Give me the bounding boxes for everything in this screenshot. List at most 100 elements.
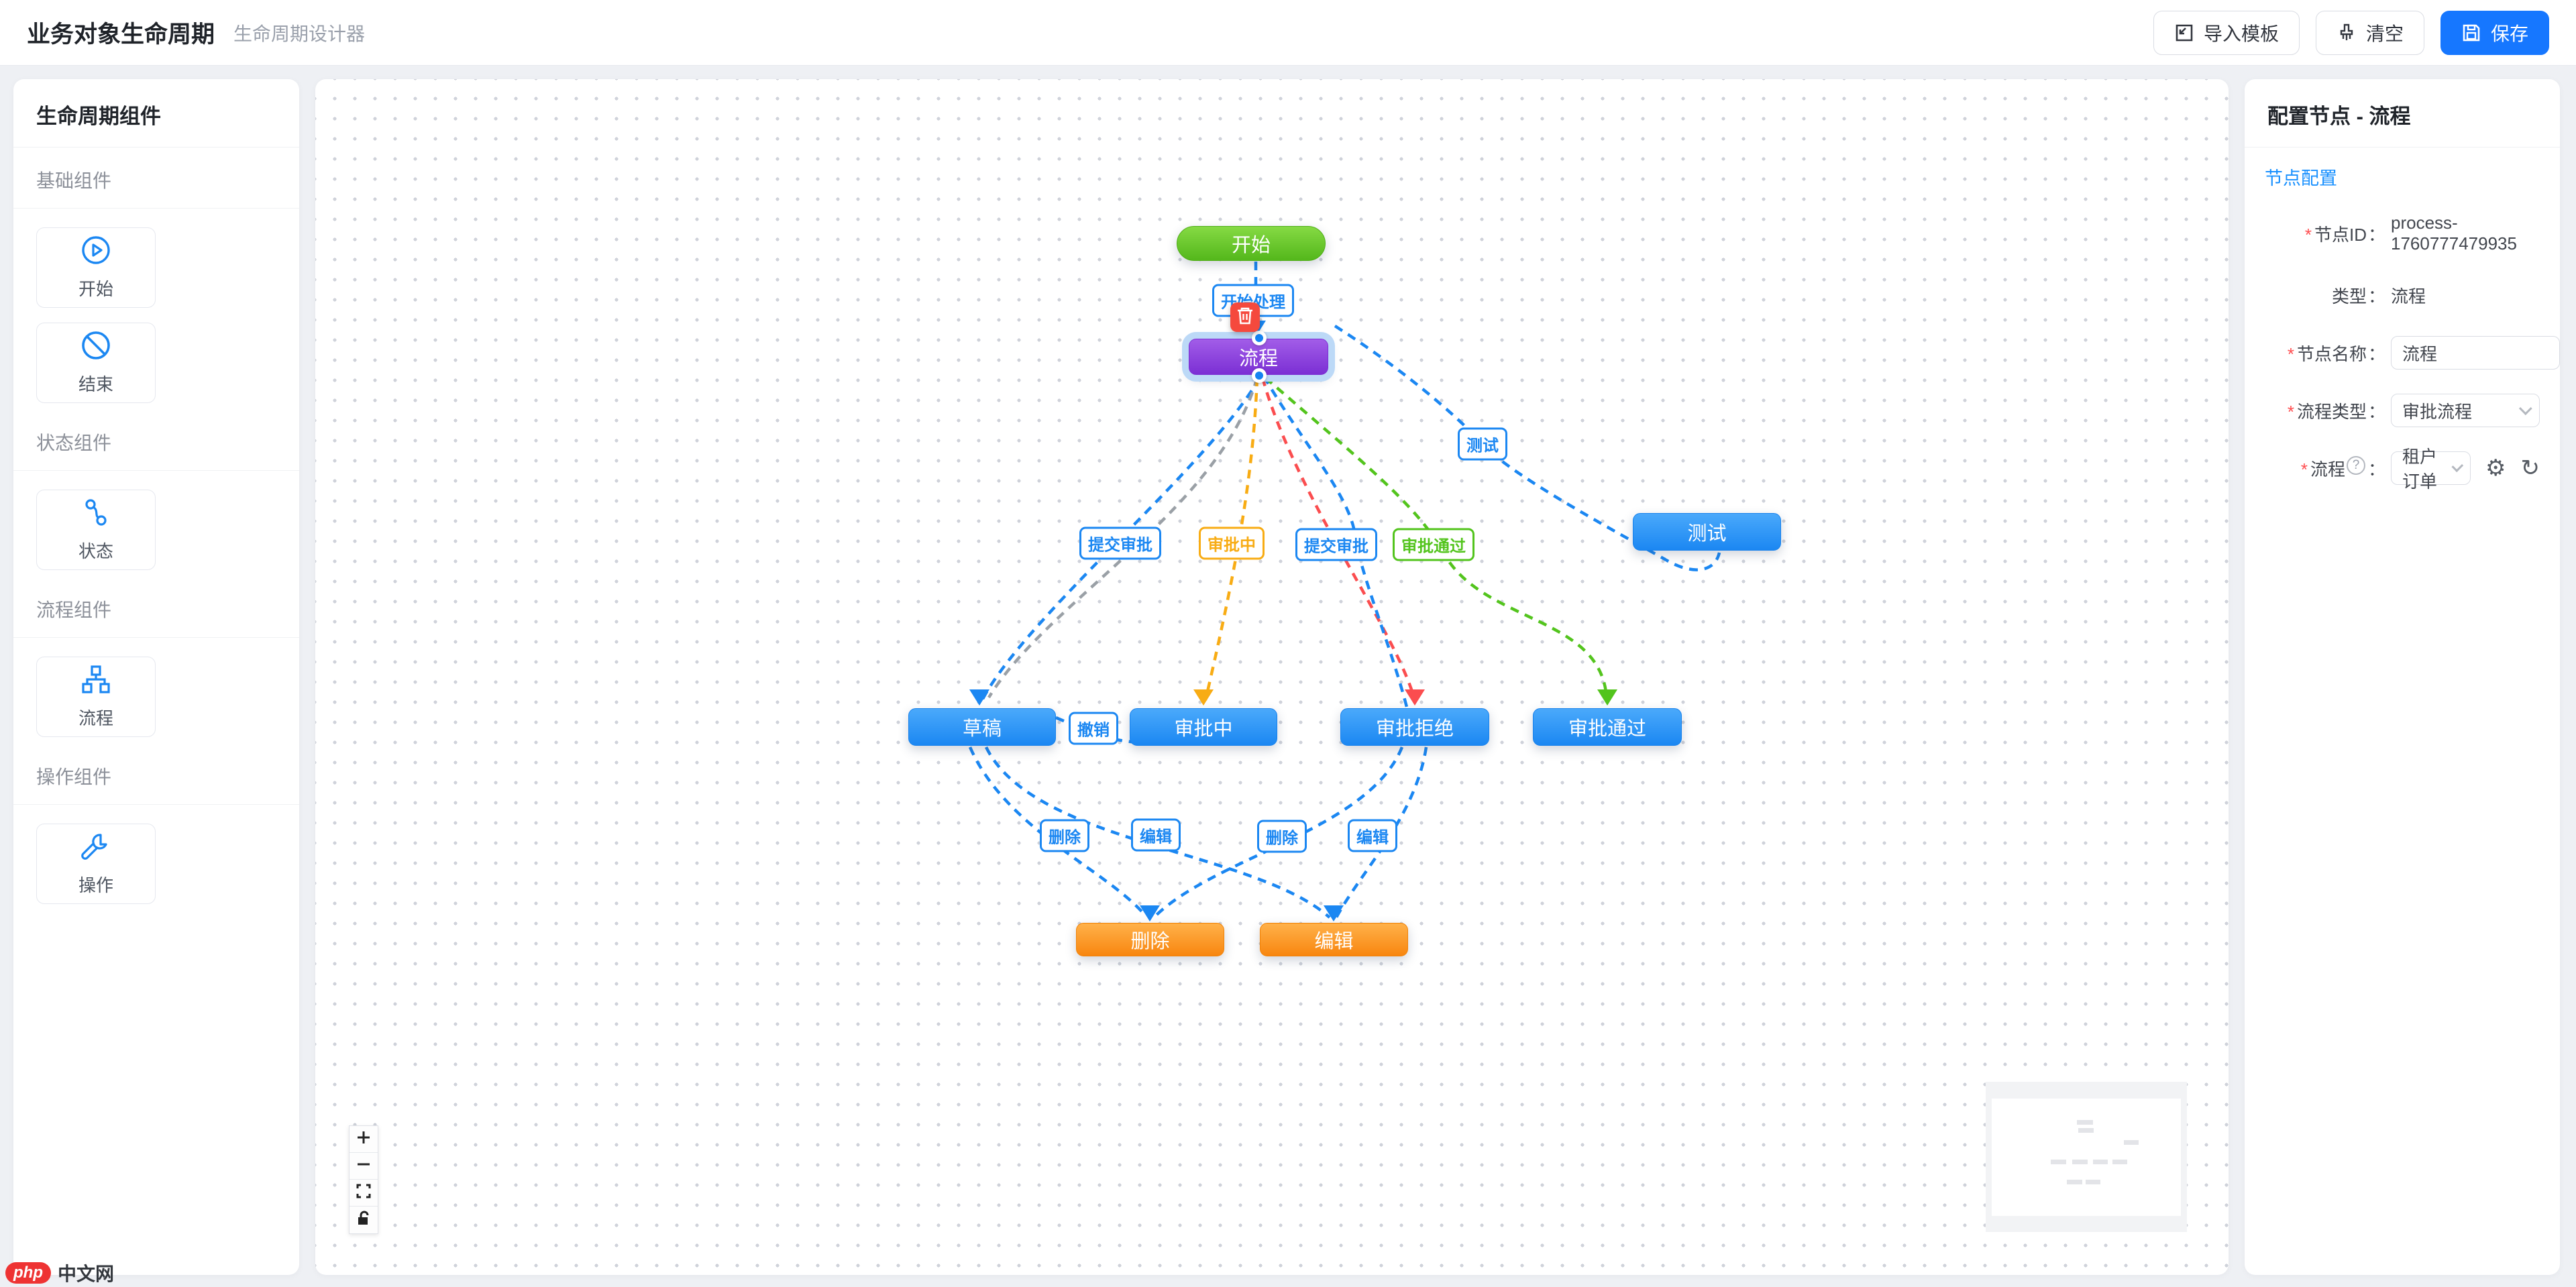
component-start[interactable]: 开始 — [36, 227, 156, 308]
fit-view-button[interactable] — [350, 1180, 378, 1207]
node-label: 开始 — [1231, 235, 1271, 256]
header-actions: 导入模板 清空 保存 — [2153, 10, 2549, 55]
flow-node-rejected[interactable]: 审批拒绝 — [1340, 708, 1489, 746]
minimap-node — [2124, 1140, 2139, 1145]
flow-node-draft[interactable]: 草稿 — [908, 708, 1056, 746]
clear-button[interactable]: 清空 — [2315, 10, 2424, 55]
import-template-button[interactable]: 导入模板 — [2153, 10, 2300, 55]
edge-label[interactable]: 撤销 — [1069, 712, 1118, 745]
site-watermark: php 中文网 — [5, 1260, 114, 1286]
minus-icon — [356, 1156, 372, 1176]
node-id-value: process-1760777479935 — [2391, 213, 2517, 254]
node-label: 审批中 — [1174, 718, 1233, 740]
flow-node-delete[interactable]: 删除 — [1076, 923, 1224, 956]
delete-edge-button[interactable] — [1230, 302, 1260, 332]
flow-settings-gear-icon[interactable]: ⚙ — [2485, 455, 2506, 481]
edge-label[interactable]: 删除 — [1257, 820, 1307, 853]
minimap-viewport — [1992, 1099, 2181, 1216]
node-label: 审批拒绝 — [1375, 718, 1454, 740]
flow-node-approving[interactable]: 审批中 — [1130, 708, 1277, 746]
node-handle-bottom[interactable] — [1252, 368, 1267, 383]
page-title: 业务对象生命周期 — [27, 21, 215, 48]
page-subtitle: 生命周期设计器 — [233, 23, 366, 44]
component-state[interactable]: 状态 — [36, 490, 156, 570]
minimap-node — [2072, 1160, 2088, 1164]
canvas-controls — [349, 1125, 378, 1234]
clear-broom-icon — [2337, 23, 2357, 43]
node-id-row: *节点ID： process-1760777479935 — [2265, 213, 2540, 254]
component-end[interactable]: 结束 — [36, 323, 156, 403]
node-label: 流程 — [1238, 348, 1278, 370]
node-config-link[interactable]: 节点配置 — [2265, 168, 2337, 188]
sidebar-section-label: 操作组件 — [13, 744, 299, 805]
component-label: 流程 — [78, 708, 113, 728]
config-panel: 配置节点 - 流程 节点配置 *节点ID： process-1760777479… — [2245, 79, 2560, 1275]
watermark-text: 中文网 — [57, 1264, 114, 1284]
edge-label[interactable]: 编辑 — [1348, 819, 1397, 852]
zoom-in-button[interactable] — [350, 1126, 378, 1153]
edge-label[interactable]: 删除 — [1040, 819, 1089, 852]
sidebar-cards-row: 操作 — [13, 805, 299, 911]
component-action[interactable]: 操作 — [36, 824, 156, 904]
minimap-node — [2112, 1160, 2127, 1164]
type-value: 流程 — [2391, 286, 2426, 306]
flow-refresh-icon[interactable]: ↻ — [2520, 455, 2540, 481]
flow-select[interactable]: 租户订单 — [2391, 447, 2471, 492]
minimap-node — [2077, 1120, 2093, 1125]
node-label: 删除 — [1130, 931, 1170, 952]
help-icon[interactable]: ? — [2346, 455, 2365, 475]
node-id-label: 节点ID — [2314, 224, 2367, 245]
flow-node-process[interactable]: 流程 — [1189, 331, 1328, 383]
edge-arrowhead — [1140, 905, 1160, 921]
sidebar-cards-row: 流程 — [13, 638, 299, 744]
edge-label[interactable]: 审批通过 — [1393, 528, 1474, 561]
app-header: 业务对象生命周期 生命周期设计器 导入模板 清空 保存 — [0, 0, 2576, 66]
edge-label[interactable]: 编辑 — [1131, 818, 1181, 852]
save-button[interactable]: 保存 — [2440, 10, 2549, 55]
flow-node-start[interactable]: 开始 — [1177, 226, 1326, 261]
component-label: 结束 — [78, 374, 113, 394]
state-branch-icon — [80, 497, 111, 528]
edge-arrowhead — [1324, 905, 1344, 921]
sidebar-section-label: 基础组件 — [13, 148, 299, 209]
sidebar-section-label: 流程组件 — [13, 577, 299, 638]
required-mark: * — [2304, 224, 2312, 245]
minimap-node — [2093, 1160, 2108, 1164]
node-label: 草稿 — [962, 718, 1002, 740]
trash-icon — [1236, 306, 1254, 329]
config-panel-title: 配置节点 - 流程 — [2245, 79, 2560, 148]
minimap-node — [2086, 1180, 2100, 1184]
flow-value: 租户订单 — [2402, 447, 2438, 492]
minimap[interactable] — [1986, 1082, 2187, 1232]
edge-label[interactable]: 审批中 — [1199, 526, 1265, 560]
flow-node-edit[interactable]: 编辑 — [1260, 923, 1408, 956]
component-process[interactable]: 流程 — [36, 657, 156, 737]
component-label: 操作 — [78, 875, 113, 895]
node-name-input[interactable] — [2391, 336, 2560, 370]
edge-label[interactable]: 提交审批 — [1295, 528, 1377, 561]
chevron-down-icon — [2518, 402, 2532, 416]
edge-arrowhead — [969, 689, 989, 706]
play-circle-icon — [80, 235, 111, 266]
zoom-out-button[interactable] — [350, 1153, 378, 1180]
sidebar-sections: 基础组件 开始 结束状态组件 状态流程组件 流程操作组件 操作 — [13, 148, 299, 911]
component-label: 开始 — [78, 279, 113, 299]
flow-node-test[interactable]: 测试 — [1633, 513, 1781, 551]
node-name-row: *节点名称： — [2265, 336, 2560, 370]
edge-label[interactable]: 提交审批 — [1079, 526, 1161, 560]
node-handle-top[interactable] — [1252, 331, 1267, 345]
php-badge: php — [5, 1262, 51, 1284]
flow-row: *流程?： 租户订单 ⚙ ↻ — [2265, 447, 2540, 492]
lock-button[interactable] — [350, 1207, 378, 1233]
edge-arrowhead — [1405, 689, 1425, 706]
minimap-node — [2051, 1160, 2066, 1164]
sidebar-cards-row: 开始 结束 — [13, 209, 299, 410]
component-sidebar: 生命周期组件 基础组件 开始 结束状态组件 状态流程组件 流程操作组件 操作 — [13, 79, 299, 1275]
fit-view-icon — [356, 1183, 372, 1202]
flow-type-select[interactable]: 审批流程 — [2391, 394, 2540, 427]
component-label: 状态 — [78, 541, 113, 561]
edge-label[interactable]: 测试 — [1458, 427, 1507, 461]
minimap-node — [2078, 1128, 2094, 1133]
flow-node-approved[interactable]: 审批通过 — [1533, 708, 1682, 746]
